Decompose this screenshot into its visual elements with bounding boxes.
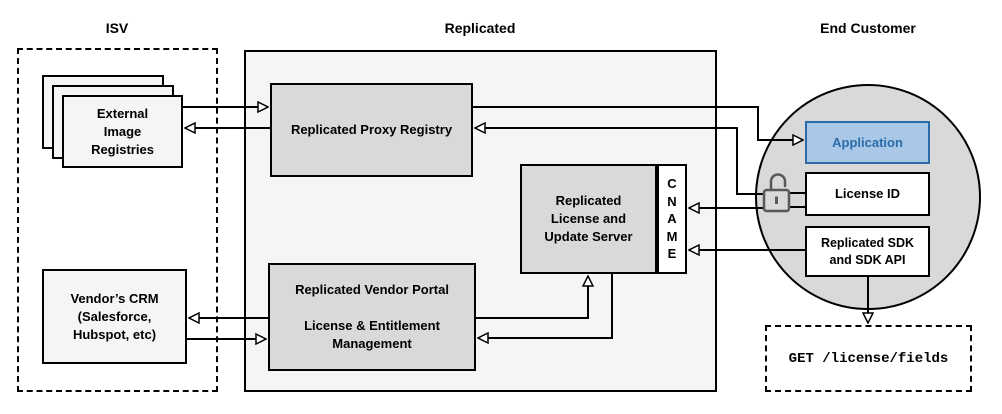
vendor-portal-label: Replicated Vendor Portal License & Entit… (295, 282, 449, 351)
vendor-crm-label: Vendor’s CRM (Salesforce, Hubspot, etc) (70, 290, 159, 342)
cname-letter: M (666, 228, 678, 244)
cname-letter: E (667, 246, 677, 262)
get-license-fields-label: GET /license/fields (788, 350, 949, 367)
proxy-registry-node: Replicated Proxy Registry (270, 83, 473, 177)
license-update-server-label: Replicated License and Update Server (544, 193, 633, 244)
cname-strip: C N A M E (657, 164, 687, 274)
unlock-icon (762, 173, 791, 213)
replicated-sdk-label: Replicated SDK and SDK API (820, 235, 915, 267)
replicated-sdk-node: Replicated SDK and SDK API (805, 226, 930, 277)
license-id-label: License ID (834, 186, 901, 201)
get-license-fields-node: GET /license/fields (765, 325, 972, 392)
cname-letter: N (667, 193, 677, 209)
replicated-section-title: Replicated (444, 20, 516, 36)
vendor-portal-node: Replicated Vendor Portal License & Entit… (268, 263, 476, 371)
application-node: Application (805, 121, 930, 164)
external-image-registries-node: External Image Registries (62, 95, 183, 168)
license-update-server-node: Replicated License and Update Server (520, 164, 657, 274)
proxy-registry-label: Replicated Proxy Registry (290, 122, 453, 137)
end-customer-section-title: End Customer (820, 20, 916, 36)
license-id-node: License ID (805, 172, 930, 216)
isv-section-title: ISV (105, 20, 129, 36)
external-image-registries-label: External Image Registries (91, 105, 154, 157)
cname-letter: A (667, 211, 677, 227)
application-label: Application (832, 134, 903, 150)
cname-letter: C (667, 176, 677, 192)
vendor-crm-node: Vendor’s CRM (Salesforce, Hubspot, etc) (42, 269, 187, 364)
